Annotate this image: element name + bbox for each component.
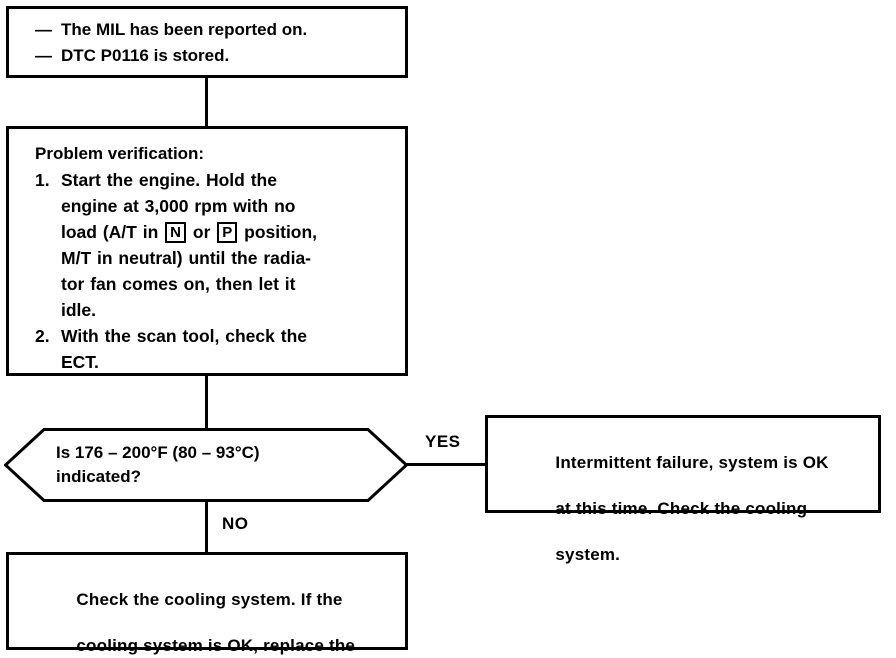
decision-question: Is 176 – 200°F (80 – 93°C) indicated? [56, 441, 376, 489]
step1-line3-pre: load (A/T in [61, 222, 159, 242]
no-outcome-box: Check the cooling system. If the cooling… [6, 552, 408, 655]
connector-procedure-to-decision [205, 376, 208, 430]
yes-line1: Intermittent failure, system is OK [555, 453, 829, 472]
procedure-step-1: 1. Start the engine. Hold the engine at … [35, 167, 389, 323]
gear-position-p-icon: P [217, 222, 238, 243]
connector-yes-branch [405, 463, 487, 466]
symptom-bullet-text: The MIL has been reported on. [61, 20, 308, 39]
connector-no-branch [205, 500, 208, 552]
branch-label-no: NO [222, 514, 249, 533]
symptom-bullet-dtc: — DTC P0116 is stored. [35, 43, 393, 69]
procedure-heading: Problem verification: [35, 144, 205, 163]
symptom-bullet-mil: — The MIL has been reported on. [35, 17, 393, 43]
yes-outcome-box: Intermittent failure, system is OK at th… [485, 415, 881, 564]
step2-line1: With the scan tool, check the [61, 326, 307, 346]
branch-label-yes: YES [425, 432, 461, 451]
symptom-bullet-text: DTC P0116 is stored. [61, 46, 230, 65]
gear-position-n-icon: N [165, 222, 186, 243]
step1-line2: engine at 3,000 rpm with no [61, 196, 296, 216]
step-number: 2. [35, 326, 50, 346]
decision-hexagon-shape [4, 428, 408, 502]
yes-line2: at this time. Check the cooling [555, 499, 808, 518]
symptom-box: — The MIL has been reported on. — DTC P0… [6, 6, 408, 78]
step2-line2: ECT. [61, 352, 99, 372]
procedure-box: Problem verification: 1. Start the engin… [6, 126, 408, 376]
connector-symptom-to-procedure [205, 78, 208, 126]
bullet-dash-icon: — [35, 20, 52, 39]
yes-outcome-text: Intermittent failure, system is OK at th… [516, 428, 866, 589]
yes-line3: system. [555, 545, 621, 564]
step1-line5: tor fan comes on, then let it [61, 274, 296, 294]
step1-line3-post: position, [244, 222, 318, 242]
step-text: Start the engine. Hold the engine at 3,0… [61, 167, 389, 323]
no-line2: cooling system is OK, replace the [76, 636, 356, 655]
decision-node: Is 176 – 200°F (80 – 93°C) indicated? [4, 428, 408, 502]
procedure-step-2: 2. With the scan tool, check the ECT. [35, 323, 389, 375]
decision-line2: indicated? [56, 467, 142, 486]
bullet-dash-icon: — [35, 46, 52, 65]
no-line1: Check the cooling system. If the [76, 590, 343, 609]
step1-line3-mid: or [192, 222, 211, 242]
step-number: 1. [35, 170, 50, 190]
step1-line1: Start the engine. Hold the [61, 170, 277, 190]
step1-line4: M/T in neutral) until the radia- [61, 248, 311, 268]
step1-line6: idle. [61, 300, 97, 320]
decision-line1: Is 176 – 200°F (80 – 93°C) [56, 443, 260, 462]
step-text: With the scan tool, check the ECT. [61, 323, 389, 375]
no-outcome-text: Check the cooling system. If the cooling… [37, 565, 393, 658]
